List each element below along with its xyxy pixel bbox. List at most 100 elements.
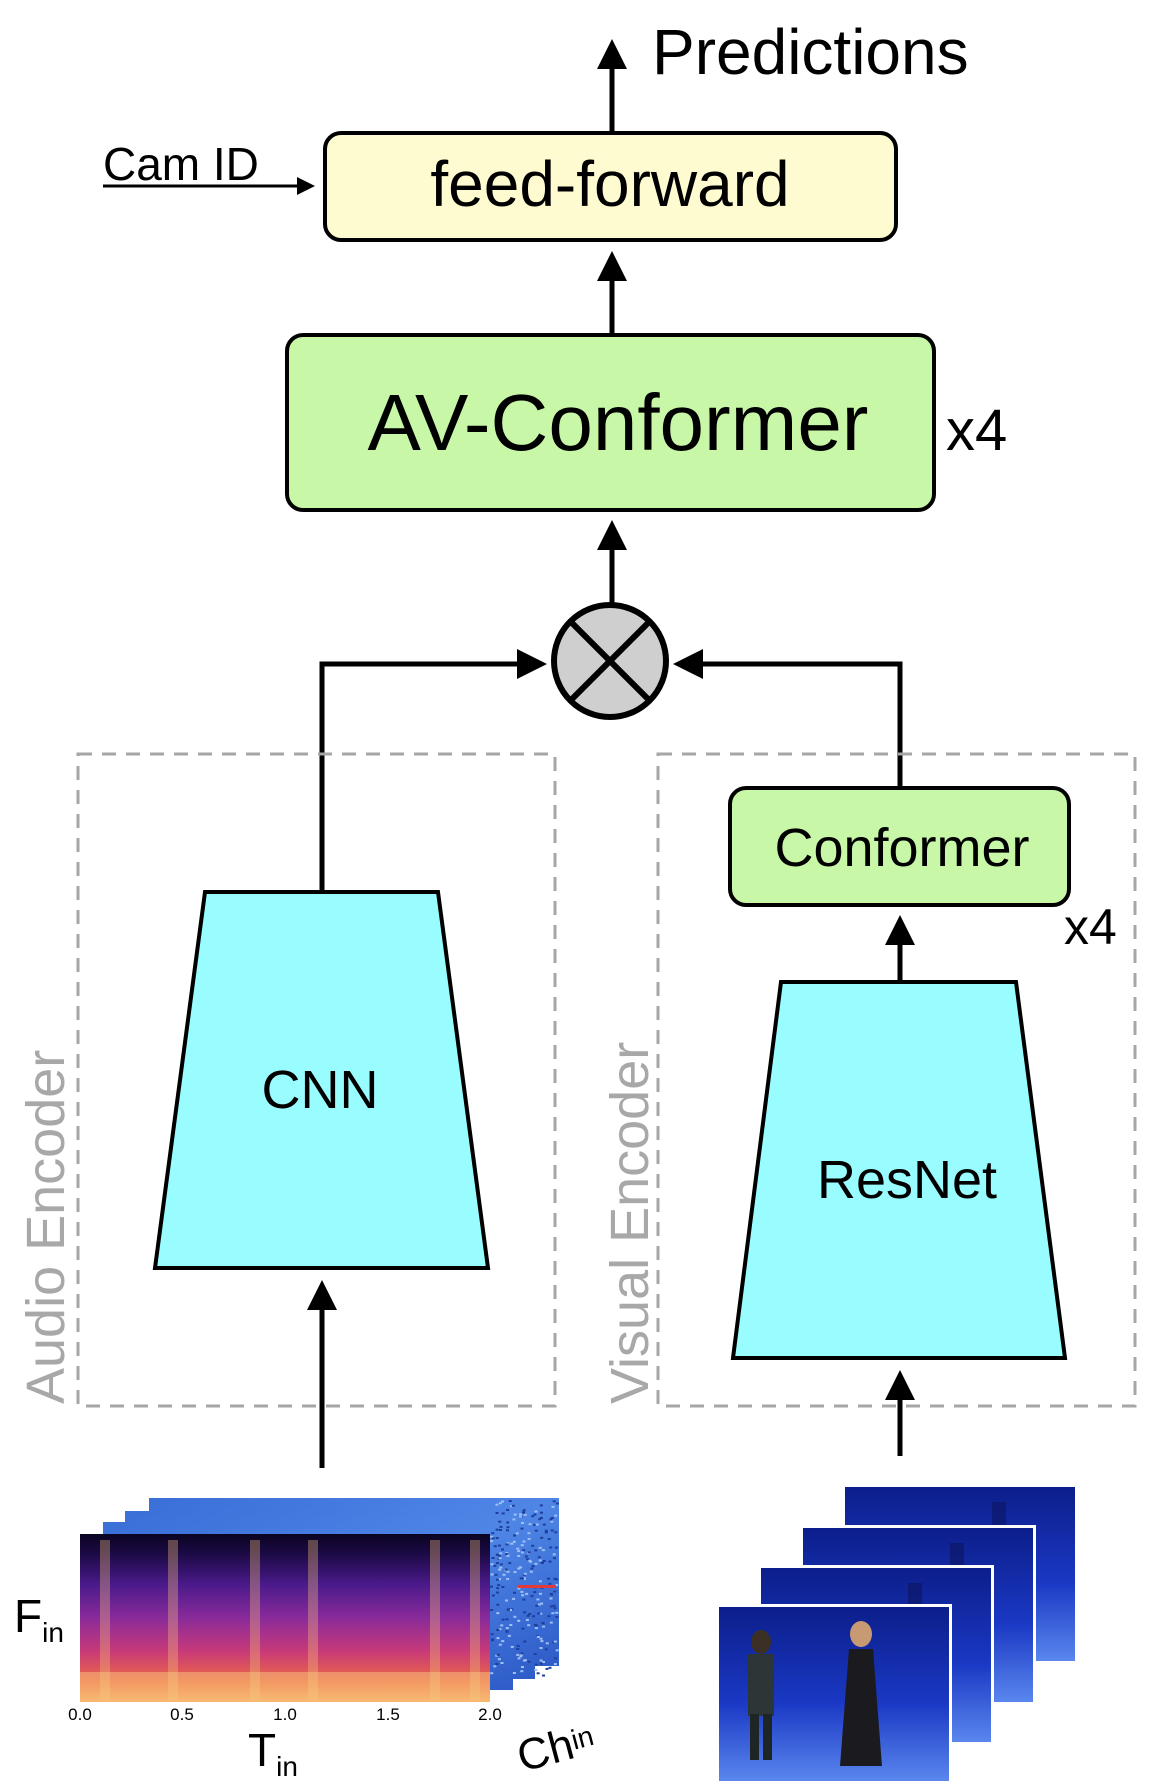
spectrogram-speckle-dot (520, 1653, 524, 1656)
spectrogram-speckle-dot (517, 1587, 521, 1590)
spectrogram-speckle-dot (549, 1546, 553, 1549)
spectrogram-speckle-dot (534, 1562, 538, 1565)
person-body (840, 1649, 882, 1766)
spectrogram-speckle-dot (523, 1572, 527, 1575)
spectrogram-bands (80, 1540, 490, 1702)
spectrogram-speckle-dot (497, 1658, 501, 1661)
spectrogram-speckle-dot (506, 1578, 510, 1580)
spectrogram-speckle-dot (534, 1529, 538, 1532)
spectrogram-speckle-dot (506, 1521, 510, 1524)
spectrogram-speckle-dot (529, 1570, 533, 1573)
spectrogram-speckle-dot (545, 1667, 549, 1670)
spectrogram-speckle-dot (510, 1645, 514, 1648)
spectrogram-speckle-dot (549, 1621, 553, 1624)
spectrogram-speckle-dot (542, 1661, 545, 1663)
spectrogram-speckle-dot (533, 1653, 537, 1655)
av-conformer-block (285, 333, 936, 512)
spectrogram-speckle-dot (506, 1542, 510, 1545)
spectrogram-speckle-dot (499, 1552, 503, 1555)
spectrogram-speckle-dot (522, 1549, 526, 1552)
spectrogram-speckle-dot (534, 1549, 538, 1552)
spectrogram-speckle-dot (535, 1604, 539, 1607)
predictions-label: Predictions (652, 16, 969, 88)
spectrogram-speckle-dot (505, 1543, 509, 1546)
spectrogram-speckle-dot (536, 1634, 540, 1637)
spectrogram-speckle-dot (517, 1567, 521, 1570)
spectrogram-speckle-dot (547, 1615, 551, 1618)
spectrogram-speckle-dot (505, 1599, 508, 1602)
spectrogram-speckle-dot (539, 1647, 543, 1649)
spectrogram-speckle-dot (496, 1612, 500, 1615)
spectrogram-speckle-dot (513, 1571, 517, 1574)
spectrogram-speckle-dot (506, 1529, 509, 1532)
spectrogram-speckle-dot (512, 1597, 516, 1600)
spectrogram-speckle-dot (520, 1544, 524, 1547)
spectrogram-speckle-dot (523, 1659, 527, 1662)
time-tick: 2.0 (478, 1705, 502, 1724)
spectrogram-speckle-dot (495, 1537, 499, 1539)
spectrogram-speckle-dot (522, 1540, 526, 1543)
spectrogram-speckle-dot (552, 1604, 556, 1607)
spectrogram-speckle-dot (510, 1505, 514, 1508)
spectrogram-speckle-dot (555, 1616, 559, 1618)
spectrogram-speckle-dot (519, 1566, 522, 1569)
spectrogram-speckle-dot (512, 1672, 516, 1674)
spectrogram-speckle-dot (555, 1649, 559, 1652)
spectrogram-band (168, 1540, 178, 1700)
spectrogram-speckle-dot (502, 1573, 506, 1576)
spectrogram-front (80, 1534, 490, 1702)
spectrogram-speckle-dot (498, 1557, 502, 1560)
spectrogram-speckle-dot (496, 1578, 499, 1581)
spectrogram-band (100, 1540, 110, 1700)
spectrogram-speckle-dot (517, 1555, 521, 1557)
spectrogram-speckle-dot (527, 1537, 531, 1540)
spectrogram-speckle-dot (497, 1544, 501, 1547)
spectrogram-speckle-dot (534, 1663, 538, 1666)
spectrogram-speckle-dot (540, 1640, 544, 1643)
video-frame (716, 1604, 952, 1784)
spectrogram-speckle-dot (490, 1573, 494, 1576)
person-leg (763, 1714, 772, 1760)
time-tick: 1.0 (273, 1705, 297, 1724)
spectrogram-speckle-dot (544, 1531, 548, 1534)
spectrogram-speckle-dot (498, 1502, 502, 1505)
spectrogram-speckle-dot (541, 1549, 545, 1552)
spectrogram-speckle-dot (553, 1657, 557, 1660)
spectrogram-speckle-dot (537, 1612, 541, 1615)
spectrogram-speckle-dot (513, 1591, 517, 1594)
spectrogram-speckle-dot (551, 1505, 555, 1508)
spectrogram-speckle-dot (521, 1511, 525, 1514)
video-frame-stack (716, 1484, 1078, 1784)
spectrogram-speckle-dot (555, 1584, 559, 1587)
spectrogram-speckle-dot (493, 1665, 497, 1668)
spectrogram-speckle-dot (495, 1528, 499, 1531)
spectrogram-speckle-dot (507, 1634, 511, 1637)
spectrogram-speckle-dot (523, 1611, 527, 1614)
spectrogram-speckle-dot (539, 1662, 543, 1665)
spectrogram-speckle-dot (539, 1516, 543, 1519)
spectrogram-speckle-dot (512, 1518, 516, 1521)
audio-encoder-label: Audio Encoder (16, 1050, 76, 1404)
spectrogram-speckle-dot (501, 1640, 505, 1643)
spectrogram-speckle-dot (550, 1529, 554, 1532)
resnet-block (730, 980, 1068, 1360)
spectrogram-speckle-dot (534, 1669, 538, 1672)
spectrogram-speckle-dot (499, 1563, 503, 1566)
spectrogram-speckle-dot (527, 1551, 531, 1554)
spectrogram-speckle-dot (522, 1598, 526, 1601)
spectrogram-speckle-dot (493, 1545, 497, 1548)
audio-encoder-group (76, 752, 557, 1408)
spectrogram-speckle-dot (499, 1529, 502, 1531)
cnn-label: CNN (262, 1060, 379, 1120)
spectrogram-speckle-dot (508, 1562, 512, 1565)
spectrogram-speckle-dot (528, 1523, 532, 1526)
spectrogram-speckle-dot (540, 1511, 543, 1514)
spectrogram-speckle-dot (490, 1540, 494, 1542)
spectrogram-speckle-dot (554, 1514, 558, 1517)
spectrogram-speckle-dot (522, 1578, 526, 1580)
spectrogram-speckle-dot (545, 1642, 549, 1645)
spectrogram-speckle-dot (506, 1509, 510, 1511)
spectrogram-speckle-dot (506, 1570, 510, 1573)
spectrogram-speckle-dot (490, 1672, 494, 1675)
spectrogram-speckle-dot (500, 1662, 504, 1664)
